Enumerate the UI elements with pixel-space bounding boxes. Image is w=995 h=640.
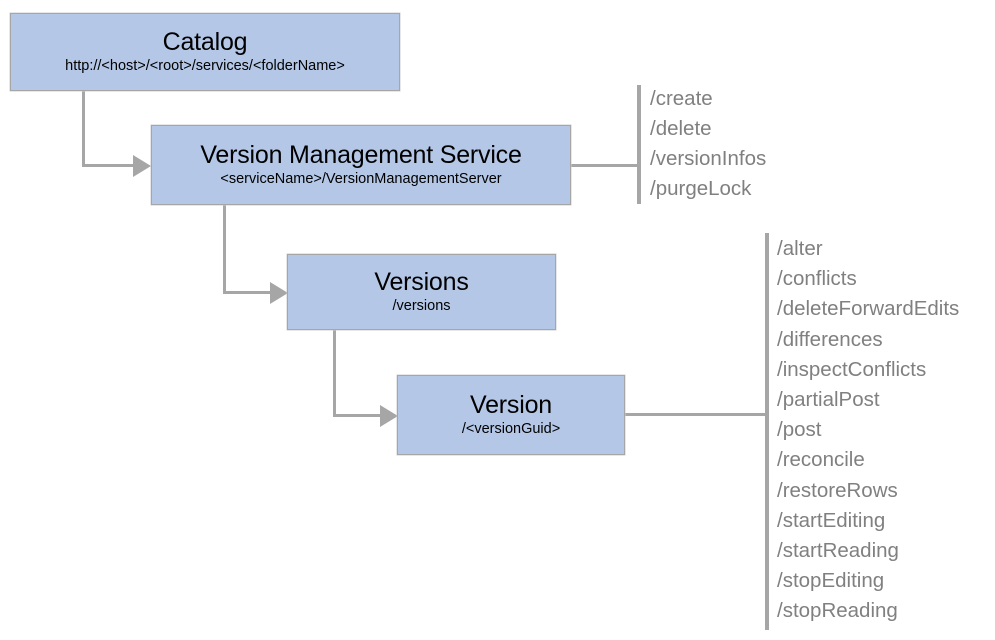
endpoint-item: /alter bbox=[777, 237, 823, 260]
connector-service-to-versions-horizontal bbox=[223, 291, 271, 294]
arrowhead-catalog-to-service bbox=[133, 155, 151, 177]
endpoint-item: /delete bbox=[650, 117, 712, 140]
brace-version-operations bbox=[765, 233, 769, 630]
endpoint-item: /stopEditing bbox=[777, 569, 885, 593]
node-versions-title: Versions bbox=[374, 268, 469, 297]
brace-service-operations bbox=[637, 85, 641, 204]
endpoint-item: /post bbox=[777, 418, 822, 442]
endpoint-item: /create bbox=[650, 87, 713, 110]
arrowhead-service-to-versions bbox=[270, 282, 288, 304]
endpoint-item: /purgeLock bbox=[650, 177, 752, 200]
node-version-subtitle: /<versionGuid> bbox=[461, 421, 561, 438]
connector-versions-to-version-horizontal bbox=[333, 414, 381, 417]
endpoint-item: /startReading bbox=[777, 539, 899, 563]
connector-catalog-to-service-vertical bbox=[82, 91, 85, 166]
endpoint-list-service-operations: /create/delete/versionInfos/purgeLock bbox=[650, 84, 766, 204]
endpoint-item: /partialPost bbox=[777, 388, 880, 412]
endpoint-item: /versionInfos bbox=[650, 147, 767, 170]
endpoint-item: /deleteForwardEdits bbox=[777, 297, 960, 321]
arrowhead-versions-to-version bbox=[380, 405, 398, 427]
connector-catalog-to-service-horizontal bbox=[82, 164, 134, 167]
connector-versions-to-version-vertical bbox=[333, 330, 336, 417]
endpoint-list-version-operations: /alter/conflicts/deleteForwardEdits/diff… bbox=[777, 234, 959, 627]
connector-service-to-versions-vertical bbox=[223, 205, 226, 293]
endpoint-item: /conflicts bbox=[777, 267, 857, 291]
endpoint-item: /inspectConflicts bbox=[777, 357, 927, 381]
node-version-title: Version bbox=[470, 391, 552, 420]
node-versions-subtitle: /versions bbox=[392, 298, 451, 315]
node-catalog-subtitle: http://<host>/<root>/services/<folderNam… bbox=[65, 58, 345, 75]
node-version-management-service-title: Version Management Service bbox=[200, 141, 522, 170]
endpoint-item: /stopReading bbox=[777, 599, 898, 623]
node-version-management-service-subtitle: <serviceName>/VersionManagementServer bbox=[220, 171, 502, 188]
node-version[interactable]: Version /<versionGuid> bbox=[397, 375, 625, 455]
endpoint-item: /restoreRows bbox=[777, 478, 898, 502]
node-catalog-title: Catalog bbox=[162, 28, 248, 57]
connector-version-to-operations bbox=[625, 413, 768, 416]
endpoint-item: /reconcile bbox=[777, 448, 865, 472]
endpoint-item: /differences bbox=[777, 327, 883, 351]
connector-service-to-operations bbox=[571, 164, 640, 167]
node-catalog[interactable]: Catalog http://<host>/<root>/services/<f… bbox=[10, 13, 400, 91]
node-version-management-service[interactable]: Version Management Service <serviceName>… bbox=[151, 125, 571, 205]
node-versions[interactable]: Versions /versions bbox=[287, 254, 556, 330]
endpoint-item: /startEditing bbox=[777, 508, 886, 532]
